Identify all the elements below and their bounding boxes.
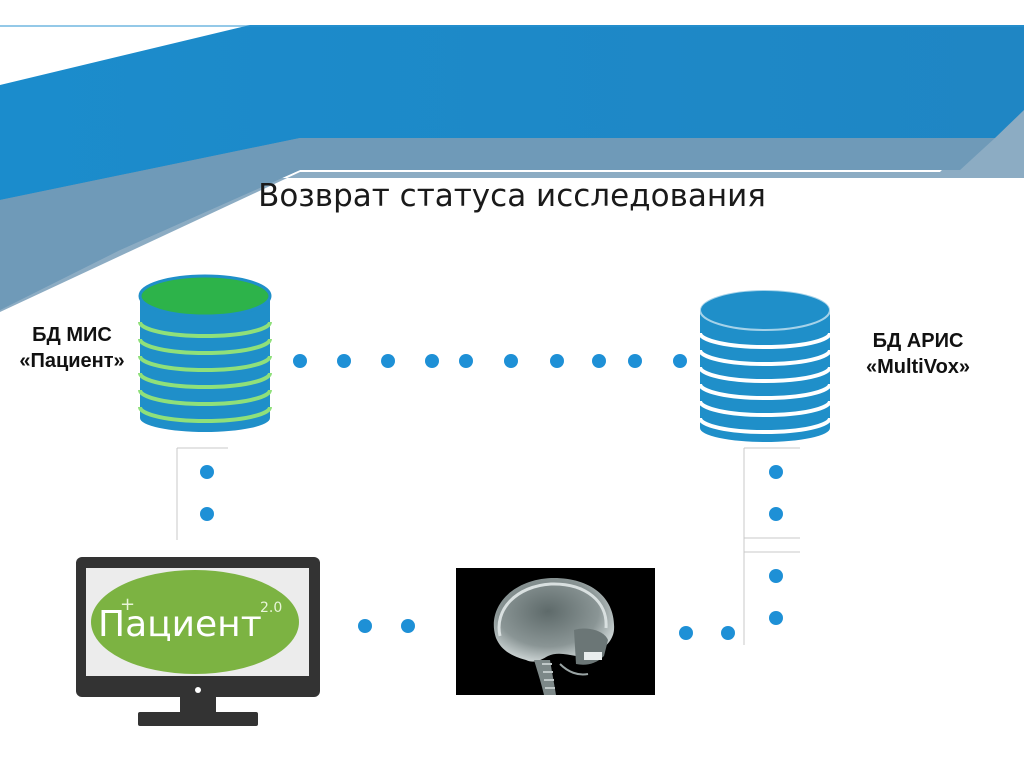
logo-text: Пациент <box>98 604 262 645</box>
dots <box>200 354 783 640</box>
patient-logo: + 2.0 Пациент <box>92 594 302 654</box>
page-title: Возврат статуса исследования <box>258 178 766 214</box>
db-aris-label: БД АРИС «MultiVox» <box>865 330 971 378</box>
db-mis-label: БД МИС «Пациент» <box>19 324 125 372</box>
logo-version: 2.0 <box>260 600 283 616</box>
patient-logo-badge <box>91 570 299 674</box>
logo-plus: + <box>120 594 136 615</box>
xray-image <box>456 568 655 695</box>
left-vertical-line <box>176 447 228 540</box>
right-vertical-line <box>743 447 800 645</box>
